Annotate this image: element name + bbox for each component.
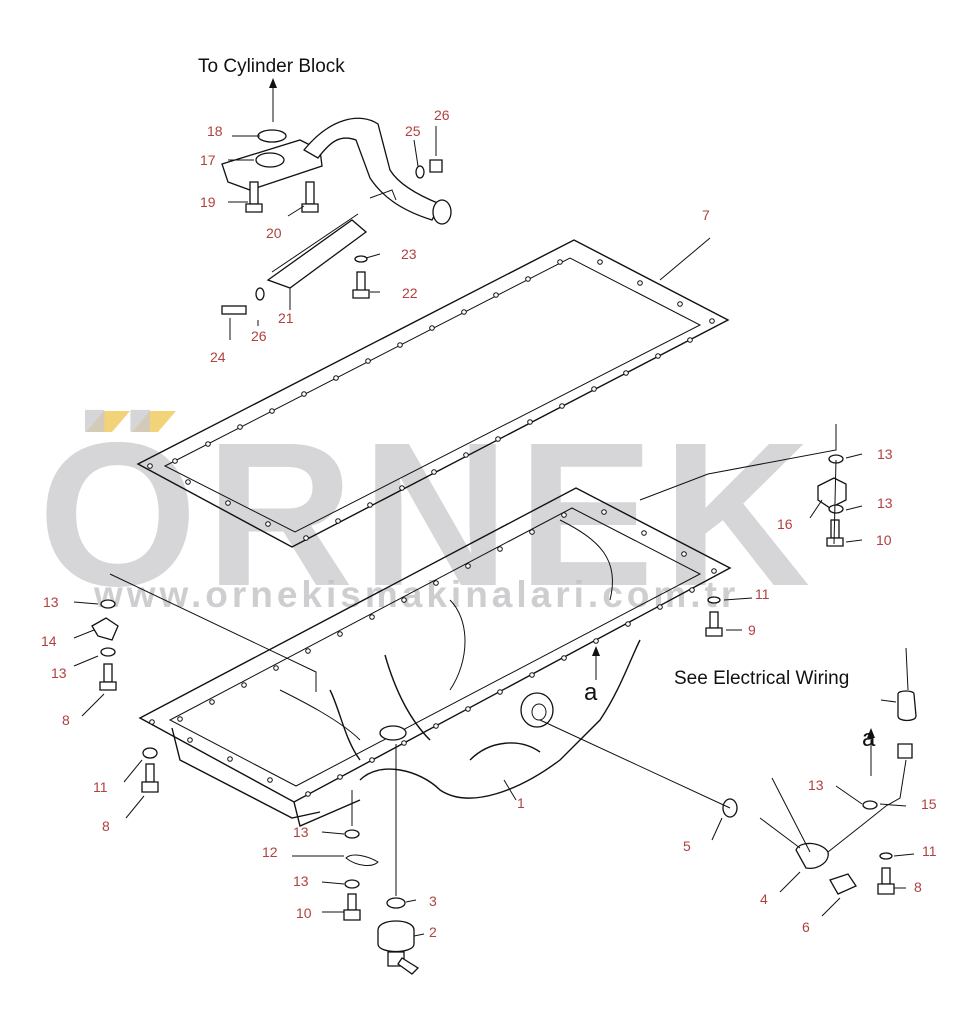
note-to-cylinder-block: To Cylinder Block: [198, 56, 345, 77]
callout-11-c: 11: [922, 843, 937, 859]
callout-4: 4: [760, 891, 768, 907]
callout-26-top: 26: [434, 107, 450, 123]
callout-13-d: 13: [51, 665, 67, 681]
callout-6: 6: [802, 919, 810, 935]
callout-13-c: 13: [43, 594, 59, 610]
callout-13-a: 13: [877, 446, 893, 462]
oil-pan-gasket: [136, 239, 730, 548]
callout-15: 15: [921, 796, 937, 812]
callout-14: 14: [41, 633, 57, 649]
ref-letter-a-pan: a: [584, 679, 598, 706]
callout-18: 18: [207, 123, 223, 139]
callout-8-a: 8: [62, 712, 70, 728]
callout-13-f: 13: [293, 873, 309, 889]
notes: To Cylinder Block See Electrical Wiring …: [198, 56, 876, 752]
callout-1: 1: [517, 795, 525, 811]
callout-22: 22: [402, 285, 418, 301]
callout-19: 19: [200, 194, 216, 210]
callout-17: 17: [200, 152, 216, 168]
callout-13-b: 13: [877, 495, 893, 511]
callout-25: 25: [405, 123, 421, 139]
ref-letter-a-wire: a: [862, 725, 876, 752]
callout-11-a: 11: [755, 586, 770, 602]
callout-10-a: 10: [876, 532, 892, 548]
leader-lines: [73, 78, 915, 937]
gasket-bolt-holes: [147, 259, 715, 541]
callout-3: 3: [429, 893, 437, 909]
callout-26-bottom: 26: [251, 328, 267, 344]
callout-8-c: 8: [914, 879, 922, 895]
callout-21: 21: [278, 310, 294, 326]
watermark-brand: ÖRNEK: [38, 400, 818, 629]
callout-23: 23: [401, 246, 417, 262]
watermark-accent-right: [132, 411, 176, 432]
note-see-electrical-wiring: See Electrical Wiring: [674, 668, 849, 689]
pan-bolt-holes: [149, 509, 717, 797]
hardware: [91, 454, 917, 975]
callout-10-b: 10: [296, 905, 312, 921]
callout-labels: 18 17 19 20 25 26 23 22 21 26 24 7 13 16…: [41, 107, 937, 940]
callout-9: 9: [748, 622, 756, 638]
callout-20: 20: [266, 225, 282, 241]
suction-pipe-assembly: [221, 117, 452, 315]
watermark: ÖRNEK www.ornekismakinalari.com.tr: [38, 400, 818, 629]
oil-pan: [138, 487, 732, 827]
watermark-url: www.ornekismakinalari.com.tr: [93, 574, 739, 615]
callout-13-g: 13: [808, 777, 824, 793]
callout-16: 16: [777, 516, 793, 532]
callout-24: 24: [210, 349, 226, 365]
callout-12: 12: [262, 844, 278, 860]
callout-8-b: 8: [102, 818, 110, 834]
callout-5: 5: [683, 838, 691, 854]
callout-2: 2: [429, 924, 437, 940]
watermark-accent-left: [86, 411, 130, 432]
callout-7: 7: [702, 207, 710, 223]
callout-13-e: 13: [293, 824, 309, 840]
callout-11-b: 11: [93, 779, 108, 795]
